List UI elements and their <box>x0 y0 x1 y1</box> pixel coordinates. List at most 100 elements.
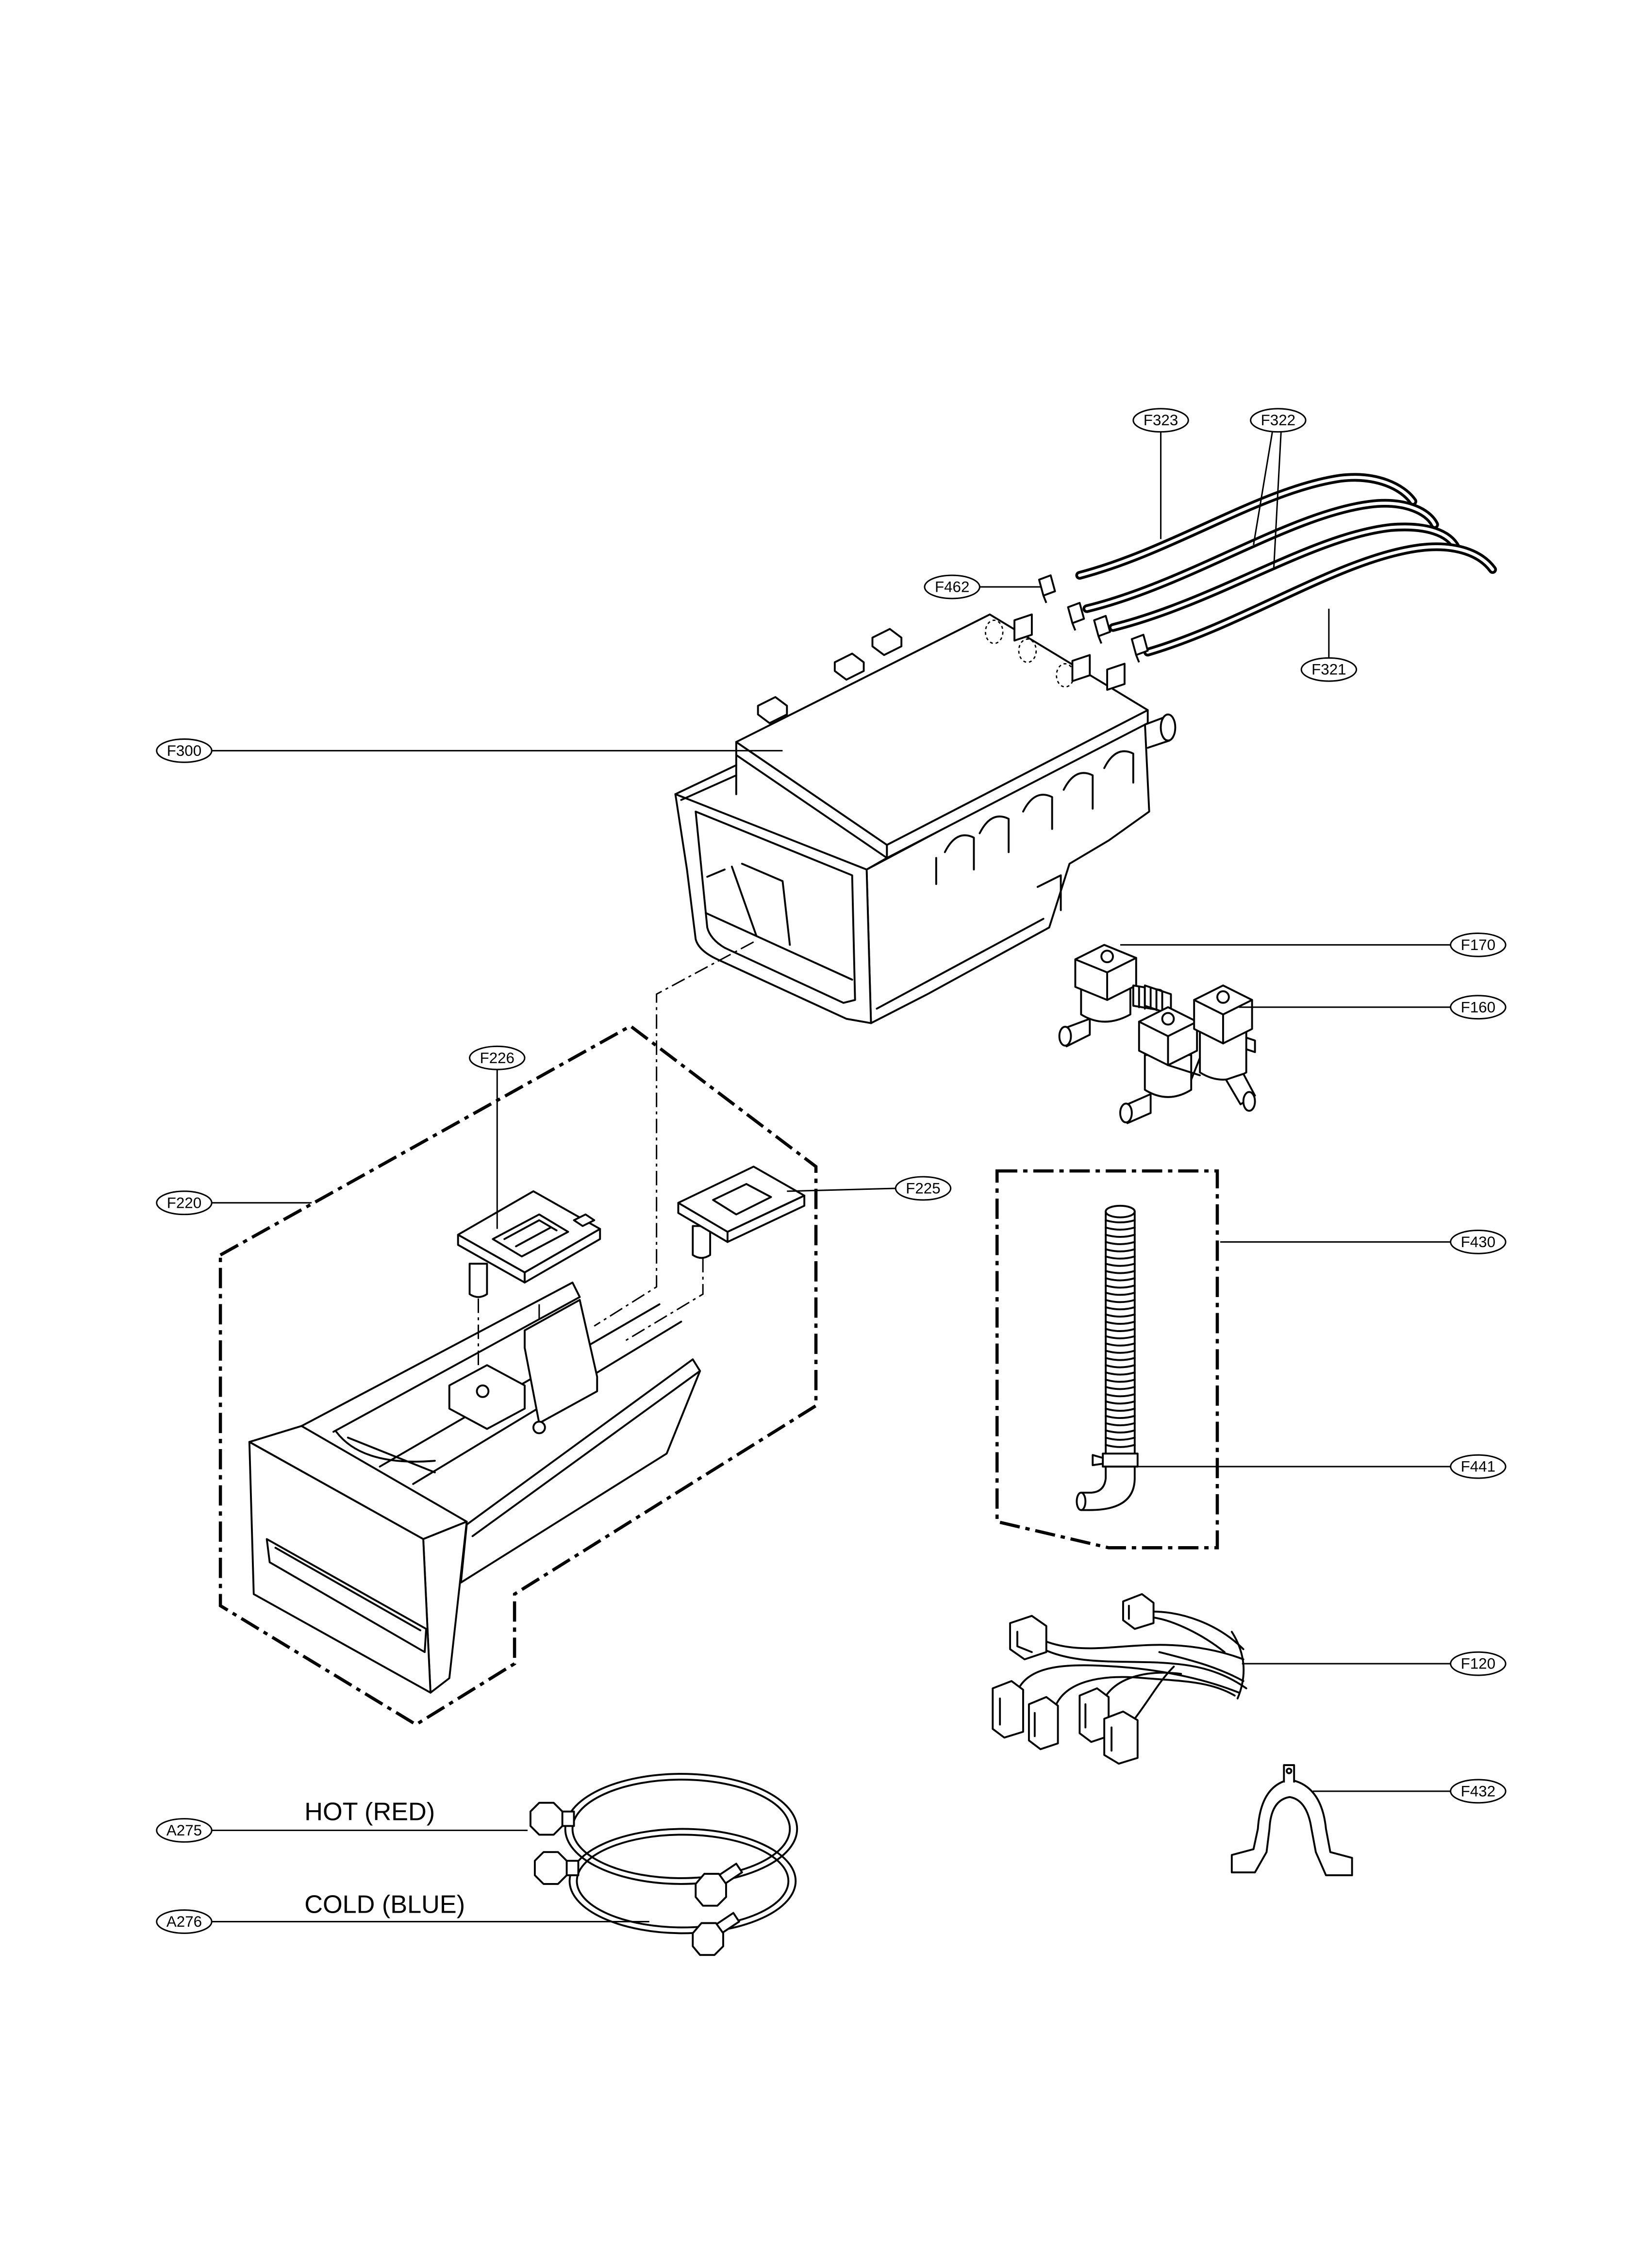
back-inlet-stub-3 <box>1106 663 1126 691</box>
cap-slot-inner <box>503 1219 558 1248</box>
callout-f220: F220 <box>156 1190 312 1216</box>
callout-label: F220 <box>167 1194 201 1211</box>
dispenser-housing <box>674 613 1177 1024</box>
back-tab-2 <box>833 652 865 681</box>
back-tab-3 <box>757 696 788 724</box>
housing-inner-channel <box>705 863 853 981</box>
drain-hose-kit <box>995 1169 1219 1550</box>
callout-label: F430 <box>1461 1234 1495 1251</box>
wire-harness <box>992 1593 1247 1765</box>
tube-2-core <box>1085 501 1437 611</box>
hot-hose-coil-inner <box>571 1779 791 1879</box>
callout-oval <box>1450 995 1507 1020</box>
callout-label: F462 <box>935 579 969 596</box>
cap-tab <box>573 1213 596 1227</box>
callout-label: F322 <box>1261 412 1295 429</box>
housing-side-face <box>865 720 1150 1024</box>
callout-f441: F441 <box>1127 1454 1507 1479</box>
cold-hose-coil-inner <box>576 1834 790 1929</box>
hot-hose-fitting-start <box>530 1801 575 1836</box>
drawer-assembly <box>218 941 818 1727</box>
hose-kit-boundary <box>995 1169 1219 1550</box>
assembly-guide-line-1 <box>594 941 754 1327</box>
cold-hose-coil-outer <box>568 1828 797 1934</box>
corrugated-hose-ribs <box>1105 1219 1136 1448</box>
cap-post <box>468 1263 488 1298</box>
lid-top <box>735 613 1149 846</box>
callout-f432: F432 <box>1313 1779 1507 1804</box>
tube-4-core <box>1146 545 1494 654</box>
hot-hose-fitting-end <box>695 1863 743 1907</box>
valve-outlet-end <box>1058 1026 1072 1047</box>
callout-oval <box>895 1176 952 1201</box>
callout-label: F300 <box>167 742 201 759</box>
siphon-cap-small <box>677 1166 806 1259</box>
side-clip-4 <box>1062 772 1094 810</box>
valve-bracket <box>1167 1036 1256 1081</box>
callout-f226: F226 <box>469 1045 526 1229</box>
dispenser-tubes <box>1075 473 1497 657</box>
lid-inlet-port-2 <box>1018 638 1037 663</box>
drawer-divider <box>524 1299 598 1424</box>
drawer-handle-inner <box>274 1547 422 1632</box>
harness-connector-4 <box>1028 1696 1059 1751</box>
assembly-guide-line-2 <box>623 1258 704 1343</box>
harness-connector-6 <box>1103 1710 1139 1765</box>
valve-screw <box>1100 950 1114 964</box>
clamp-2 <box>1067 601 1085 631</box>
housing-side-bottom-edge <box>876 874 1062 1010</box>
cold-hose-label: COLD (BLUE) <box>304 1891 465 1919</box>
callout-label: A276 <box>166 1913 202 1930</box>
callout-a275: A275 <box>156 1818 528 1843</box>
outlet-port-end <box>1160 713 1177 742</box>
housing-front-opening <box>695 810 856 1004</box>
drawer-far-rail <box>300 1282 581 1433</box>
connector-details <box>999 1604 1130 1752</box>
hot-hose-coil-outer <box>564 1773 798 1885</box>
callout-label: F432 <box>1461 1783 1495 1800</box>
harness-connector-3 <box>992 1680 1024 1739</box>
valve-coil-edges <box>1074 957 1137 1001</box>
callout-label: F321 <box>1311 661 1346 678</box>
tube-3-core <box>1111 525 1458 629</box>
callout-f225: F225 <box>787 1176 952 1201</box>
leader-line <box>787 1187 896 1192</box>
harness-wire-8 <box>1133 1666 1175 1720</box>
siphon-cup-stud-2 <box>532 1420 546 1434</box>
hose-bottom-opening <box>1076 1491 1087 1511</box>
back-inlet-stub-2 <box>1071 654 1091 683</box>
callout-oval <box>1450 1454 1507 1479</box>
callout-label: F120 <box>1461 1655 1495 1672</box>
callout-f322: F322 <box>1250 408 1307 568</box>
water-valve-single <box>1058 944 1165 1048</box>
hose-clamp <box>1092 1452 1139 1468</box>
cold-hose-fitting-end <box>692 1912 740 1956</box>
cap-post <box>692 1225 712 1259</box>
callout-label: F323 <box>1144 412 1178 429</box>
callout-label: F225 <box>906 1180 940 1197</box>
callout-f323: F323 <box>1132 408 1189 539</box>
harness-wire-3 <box>1151 1610 1244 1651</box>
callout-label: F160 <box>1461 999 1495 1016</box>
hose-guide-clip <box>1230 1764 1353 1876</box>
inlet-hoses: HOT (RED) COLD (BLUE) <box>304 1773 798 1956</box>
callout-label: F226 <box>480 1050 514 1067</box>
harness-connector-1 <box>1009 1615 1047 1661</box>
leader-line <box>1253 432 1282 568</box>
harness-bundle <box>1158 1631 1245 1700</box>
corrugated-hose-body <box>1080 1210 1136 1511</box>
clamp-3 <box>1093 615 1111 644</box>
hose-guide-body <box>1230 1779 1353 1876</box>
callout-f120: F120 <box>1242 1651 1507 1676</box>
hose-guide-hole <box>1286 1768 1293 1774</box>
valve-screw-b <box>1216 990 1230 1004</box>
valve-outlet-a-end <box>1119 1102 1133 1124</box>
callout-oval <box>156 738 213 763</box>
drawer-scoop <box>335 1431 436 1474</box>
fitting-nut <box>695 1873 727 1907</box>
fitting-nut <box>530 1801 564 1836</box>
callout-oval <box>156 1818 213 1843</box>
cap-slot <box>492 1213 569 1258</box>
callout-f300: F300 <box>156 738 783 763</box>
